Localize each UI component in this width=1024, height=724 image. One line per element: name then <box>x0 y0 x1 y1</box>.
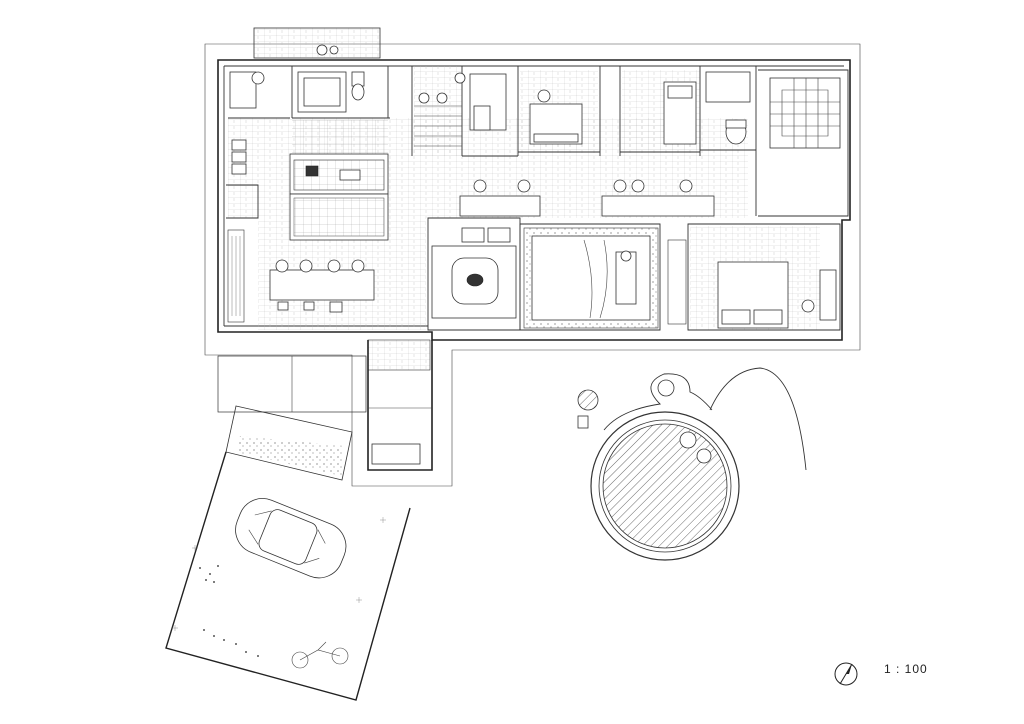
study-room <box>229 71 265 109</box>
bathroom-fixtures <box>297 71 365 113</box>
kitchen-island <box>289 153 389 241</box>
entry-hall <box>367 339 433 471</box>
bathroom-east <box>705 71 751 145</box>
gravel-scatter <box>199 565 259 657</box>
dining-table <box>269 259 375 313</box>
bed-room-four <box>663 81 697 145</box>
east-terrace <box>769 77 841 149</box>
round-garden <box>577 367 807 561</box>
corridor-floor <box>414 66 462 156</box>
bed-room-three <box>529 89 583 145</box>
bookshelf-west <box>227 229 245 323</box>
bath-floor <box>292 120 388 154</box>
scale-label: 1 : 100 <box>884 662 928 676</box>
paved-area <box>217 355 367 413</box>
central-counters <box>459 179 715 217</box>
stair-corridor <box>414 92 462 147</box>
carport <box>165 451 411 701</box>
interior-walls <box>226 66 849 331</box>
garden-planter <box>225 405 353 481</box>
north-deck <box>253 27 381 59</box>
tatami-room <box>431 227 517 319</box>
north-arrow-icon <box>834 662 858 686</box>
room-two <box>454 72 507 131</box>
site-outline <box>204 43 861 487</box>
hammock-room <box>523 227 659 329</box>
master-bedroom <box>667 239 837 329</box>
west-cabinets <box>231 139 247 175</box>
bicycle <box>291 641 349 669</box>
